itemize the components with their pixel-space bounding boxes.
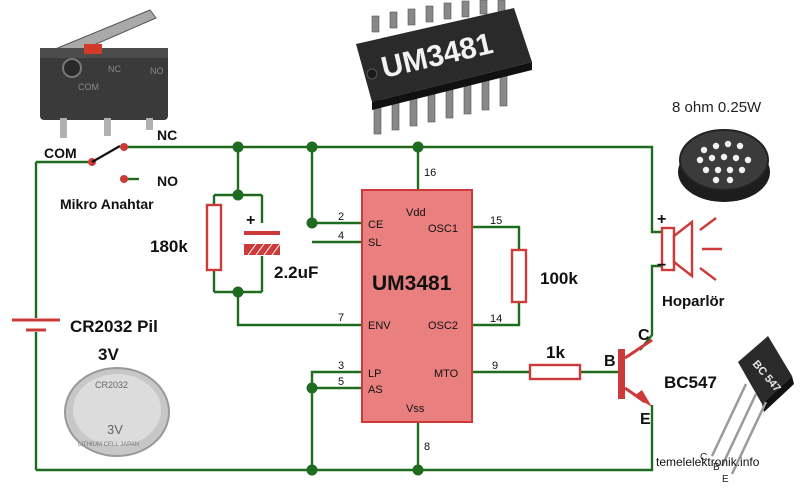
node <box>306 217 318 229</box>
pin-number-5: 5 <box>338 376 344 388</box>
resistor-180k-label: 180k <box>150 237 188 256</box>
pin-number-7: 7 <box>338 312 344 324</box>
capacitor-2-2uf: + 2.2uF <box>244 212 318 282</box>
speaker-photo: 8 ohm 0.25W <box>672 99 770 202</box>
pin-mto-label: MTO <box>434 368 459 380</box>
pin-lp-label: LP <box>368 368 381 380</box>
transistor-leg-b: B <box>713 462 720 473</box>
node <box>306 382 318 394</box>
pin-as-label: AS <box>368 384 383 396</box>
coin-cell-model: CR2032 <box>95 380 128 390</box>
pin-osc1-label: OSC1 <box>428 223 458 235</box>
speaker-plus-label: + <box>657 211 666 228</box>
speaker-symbol: + − Hoparlör <box>657 211 725 310</box>
switch-photo-no: NO <box>150 66 164 76</box>
node <box>232 286 244 298</box>
node <box>232 141 244 153</box>
resistor-1k-label: 1k <box>546 343 565 362</box>
pin-env-label: ENV <box>368 320 391 332</box>
pin-number-2: 2 <box>338 211 344 223</box>
battery-voltage-label: 3V <box>98 345 119 364</box>
pin-osc2-label: OSC2 <box>428 320 458 332</box>
coin-cell-photo: CR2032 3V LITHIUM CELL JAPAN <box>64 367 170 457</box>
pin-number-8: 8 <box>424 441 430 453</box>
resistor-180k: 180k <box>150 203 223 272</box>
resistor-100k-label: 100k <box>540 269 578 288</box>
pin-number-15: 15 <box>490 215 502 227</box>
pin-number-4: 4 <box>338 230 344 242</box>
pin-number-16: 16 <box>424 167 436 179</box>
transistor-leg-e: E <box>722 474 729 485</box>
junction-nodes <box>232 141 424 476</box>
speaker-name-label: Hoparlör <box>662 293 725 310</box>
transistor-name-label: BC547 <box>664 373 717 392</box>
switch-name-label: Mikro Anahtar <box>60 196 154 212</box>
switch-photo-nc: NC <box>108 64 121 74</box>
capacitor-plus-label: + <box>246 212 255 229</box>
pin-number-3: 3 <box>338 360 344 372</box>
pin-vss-label: Vss <box>406 403 425 415</box>
transistor-c-label: C <box>638 327 650 344</box>
transistor-leg-c: C <box>700 452 707 463</box>
transistor-bc547: B C E BC547 <box>604 327 717 428</box>
pin-number-9: 9 <box>492 360 498 372</box>
node <box>306 141 318 153</box>
resistor-100k: 100k <box>510 248 578 304</box>
speaker-spec-label: 8 ohm 0.25W <box>672 99 762 116</box>
watermark-text: temelelektronik.info <box>656 455 760 469</box>
pin-ce-label: CE <box>368 219 383 231</box>
micro-switch-photo: NC COM NO <box>40 9 168 138</box>
switch-photo-com: COM <box>78 82 99 92</box>
micro-switch-symbol: COM NC NO Mikro Anahtar <box>44 127 178 212</box>
transistor-e-label: E <box>640 411 651 428</box>
transistor-photo: BC 547 C B E <box>700 336 794 485</box>
battery-symbol: CR2032 Pil 3V <box>12 317 158 364</box>
switch-nc-label: NC <box>157 127 177 143</box>
resistor-1k: 1k <box>528 343 582 381</box>
capacitor-value-label: 2.2uF <box>274 263 318 282</box>
um3481-chip: UM3481 Vdd Vss CE SL ENV LP AS OSC1 OSC2… <box>338 167 502 453</box>
um3481-photo: UM3481 <box>356 0 532 135</box>
node <box>232 189 244 201</box>
transistor-b-label: B <box>604 353 616 370</box>
node <box>412 464 424 476</box>
coin-cell-rim: LITHIUM CELL JAPAN <box>78 442 139 448</box>
node <box>412 141 424 153</box>
battery-name-label: CR2032 Pil <box>70 317 158 336</box>
switch-com-label: COM <box>44 145 77 161</box>
chip-name-label: UM3481 <box>372 272 452 295</box>
speaker-minus-label: − <box>657 257 666 274</box>
coin-cell-voltage: 3V <box>107 422 123 437</box>
pin-vdd-label: Vdd <box>406 207 426 219</box>
pin-number-14: 14 <box>490 313 502 325</box>
switch-no-label: NO <box>157 173 178 189</box>
pin-sl-label: SL <box>368 237 381 249</box>
node <box>306 464 318 476</box>
